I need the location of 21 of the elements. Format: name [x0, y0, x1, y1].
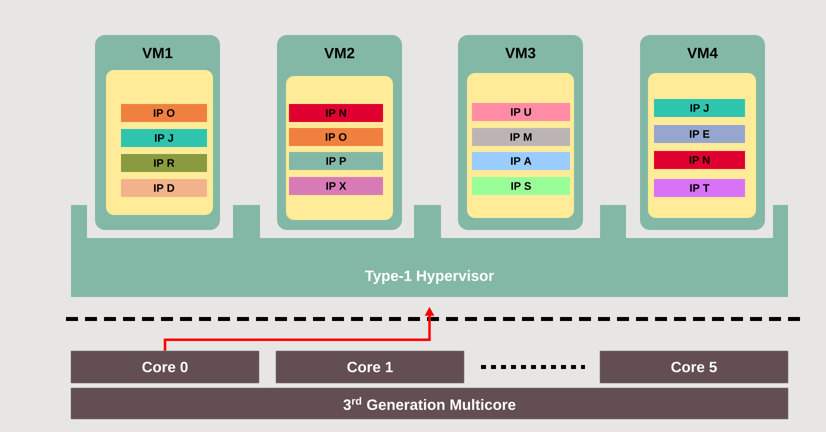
ip-bar: IP X [289, 177, 383, 195]
ip-bar: IP R [121, 154, 207, 172]
ip-bar: IP J [654, 99, 745, 117]
ip-bar: IP J [121, 129, 207, 147]
core-box: Core 5 [600, 350, 788, 384]
ip-bar: IP E [654, 125, 745, 143]
ip-bar: IP S [472, 177, 570, 195]
core-box: Core 0 [70, 350, 260, 384]
ip-bar: IP U [472, 103, 570, 121]
multicore-bar: 3$^{rd}$ Generation Multicore [70, 388, 788, 420]
ip-bar: IP P [289, 152, 383, 170]
ip-bar: IP N [654, 151, 745, 169]
ip-bar: IP A [472, 152, 570, 170]
ip-bar: IP O [121, 104, 207, 122]
ip-bar: IP O [289, 128, 383, 146]
ip-bar: IP T [654, 179, 745, 197]
hypervisor-band: Type-1 Hypervisor [71, 205, 788, 297]
ip-bar: IP M [472, 128, 570, 146]
core-box: Core 1 [276, 350, 464, 384]
ip-bar: IP D [121, 179, 207, 197]
ip-bar: IP N [289, 104, 383, 122]
